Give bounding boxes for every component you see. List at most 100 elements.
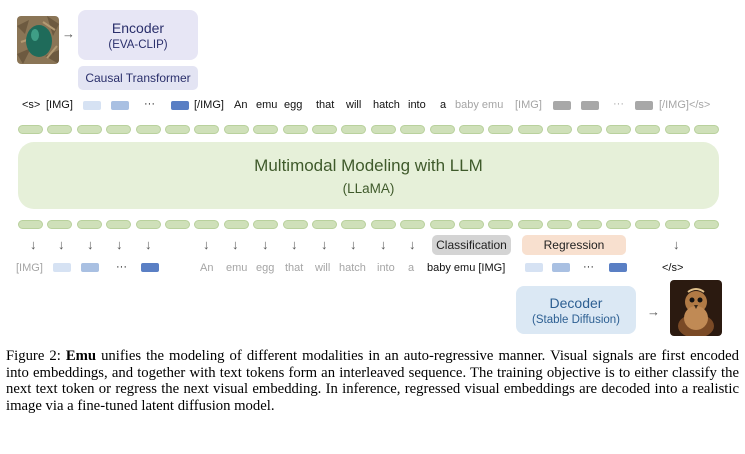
- faded-text-token: baby emu: [455, 99, 504, 111]
- baby-emu-image: [670, 280, 722, 336]
- embedding-pill: [282, 220, 308, 229]
- end-token: </s>: [662, 262, 684, 274]
- arrow-down-icon: ↓: [87, 237, 94, 252]
- embedding-pill: [76, 125, 102, 134]
- embedding-pill: [106, 125, 132, 134]
- embedding-pill: [606, 125, 631, 134]
- visual-embedding-token: [141, 263, 159, 272]
- embedding-pill: [253, 220, 279, 229]
- faded-text-token: An: [200, 262, 214, 274]
- arrow-down-icon: ↓: [145, 237, 152, 252]
- embedding-pill: [429, 220, 455, 229]
- causal-transformer-label: Causal Transformer: [85, 71, 191, 85]
- embedding-pill: [341, 125, 367, 134]
- embedding-pill: [106, 220, 132, 229]
- text-token: An: [234, 99, 248, 111]
- arrow-down-icon: ↓: [350, 237, 357, 252]
- llm-title: Multimodal Modeling with LLM: [254, 155, 483, 175]
- embedding-pill: [47, 220, 73, 229]
- embedding-pill: [606, 220, 631, 229]
- embedding-pill: [341, 220, 367, 229]
- embedding-pill: [312, 220, 337, 229]
- text-token: that: [316, 99, 335, 111]
- visual-embedding-token: [53, 263, 71, 272]
- faded-end-token: [/IMG]</s>: [659, 99, 711, 111]
- regressed-visual-token: [552, 263, 570, 272]
- embedding-pill: [517, 220, 543, 229]
- embedding-pill: [253, 125, 279, 134]
- embedding-pill: [194, 125, 220, 134]
- faded-visual-token: [553, 101, 571, 110]
- regressed-visual-token: [609, 263, 627, 272]
- regressed-visual-token: [525, 263, 543, 272]
- faded-ellipsis: ···: [613, 98, 624, 110]
- text-token: emu: [256, 99, 278, 111]
- caption-text: unifies the modeling of different modali…: [6, 348, 740, 414]
- embedding-pill: [576, 220, 602, 229]
- ellipsis: ···: [144, 98, 155, 110]
- arrow-down-icon: ↓: [58, 237, 65, 252]
- causal-transformer-box: Causal Transformer: [78, 66, 198, 90]
- llm-box: Multimodal Modeling with LLM (LLaMA): [18, 142, 719, 209]
- embedding-pill: [135, 220, 161, 229]
- arrow-down-icon: ↓: [409, 237, 416, 252]
- decoder-subtitle: (Stable Diffusion): [532, 313, 620, 326]
- embedding-pill: [664, 125, 690, 134]
- arrow-down-icon: ↓: [232, 237, 239, 252]
- embedding-pill: [76, 220, 102, 229]
- faded-text-token: hatch: [339, 262, 366, 274]
- embedding-pill: [370, 125, 396, 134]
- text-token: hatch: [373, 99, 400, 111]
- embedding-pill: [488, 125, 514, 134]
- embedding-pill: [459, 220, 484, 229]
- embedding-pill: [576, 125, 602, 134]
- embedding-pill: [429, 125, 455, 134]
- embedding-pill: [18, 125, 43, 134]
- embedding-pill: [223, 220, 249, 229]
- arrow-right-icon: →: [62, 26, 75, 41]
- classification-label: Classification: [432, 235, 511, 255]
- embedding-pill: [165, 125, 190, 134]
- caption-label: Figure 2:: [6, 348, 61, 364]
- embedding-pill: [18, 220, 43, 229]
- arrow-down-icon: ↓: [321, 237, 328, 252]
- embedding-pill: [400, 125, 426, 134]
- caption-model-name: Emu: [65, 348, 97, 364]
- encoder-subtitle: (EVA-CLIP): [108, 38, 168, 51]
- embedding-pill: [165, 220, 190, 229]
- encoder-box: Encoder (EVA-CLIP): [78, 10, 198, 60]
- arrow-down-icon: ↓: [380, 237, 387, 252]
- faded-text-token: into: [377, 262, 395, 274]
- text-token: will: [346, 99, 362, 111]
- llm-subtitle: (LLaMA): [342, 180, 395, 196]
- egg-image: [17, 16, 59, 64]
- start-token: <s>: [22, 99, 41, 111]
- embedding-pill: [282, 125, 308, 134]
- faded-text-token: a: [408, 262, 415, 274]
- target-text-token: baby emu [IMG]: [427, 262, 506, 274]
- embedding-pill: [694, 220, 720, 229]
- faded-visual-token: [635, 101, 653, 110]
- visual-embedding-token: [83, 101, 101, 110]
- faded-text-token: emu: [226, 262, 248, 274]
- embedding-pill: [135, 125, 161, 134]
- arrow-right-icon: →: [647, 304, 660, 319]
- visual-embedding-token: [81, 263, 99, 272]
- regression-label: Regression: [522, 235, 626, 255]
- arrow-down-icon: ↓: [116, 237, 123, 252]
- encoder-title: Encoder: [111, 19, 165, 36]
- visual-embedding-token: [171, 101, 189, 110]
- text-token: egg: [284, 99, 303, 111]
- decoder-title: Decoder: [549, 294, 603, 311]
- embedding-pill: [664, 220, 690, 229]
- embedding-pill: [488, 220, 514, 229]
- embedding-pill: [194, 220, 220, 229]
- visual-embedding-token: [111, 101, 129, 110]
- text-token: into: [408, 99, 426, 111]
- faded-visual-token: [581, 101, 599, 110]
- figure-caption: Figure 2: Emu unifies the modeling of di…: [6, 348, 739, 414]
- ellipsis: ···: [116, 261, 127, 273]
- arrow-down-icon: ↓: [30, 237, 37, 252]
- faded-text-token: that: [285, 262, 304, 274]
- embedding-pill: [635, 220, 661, 229]
